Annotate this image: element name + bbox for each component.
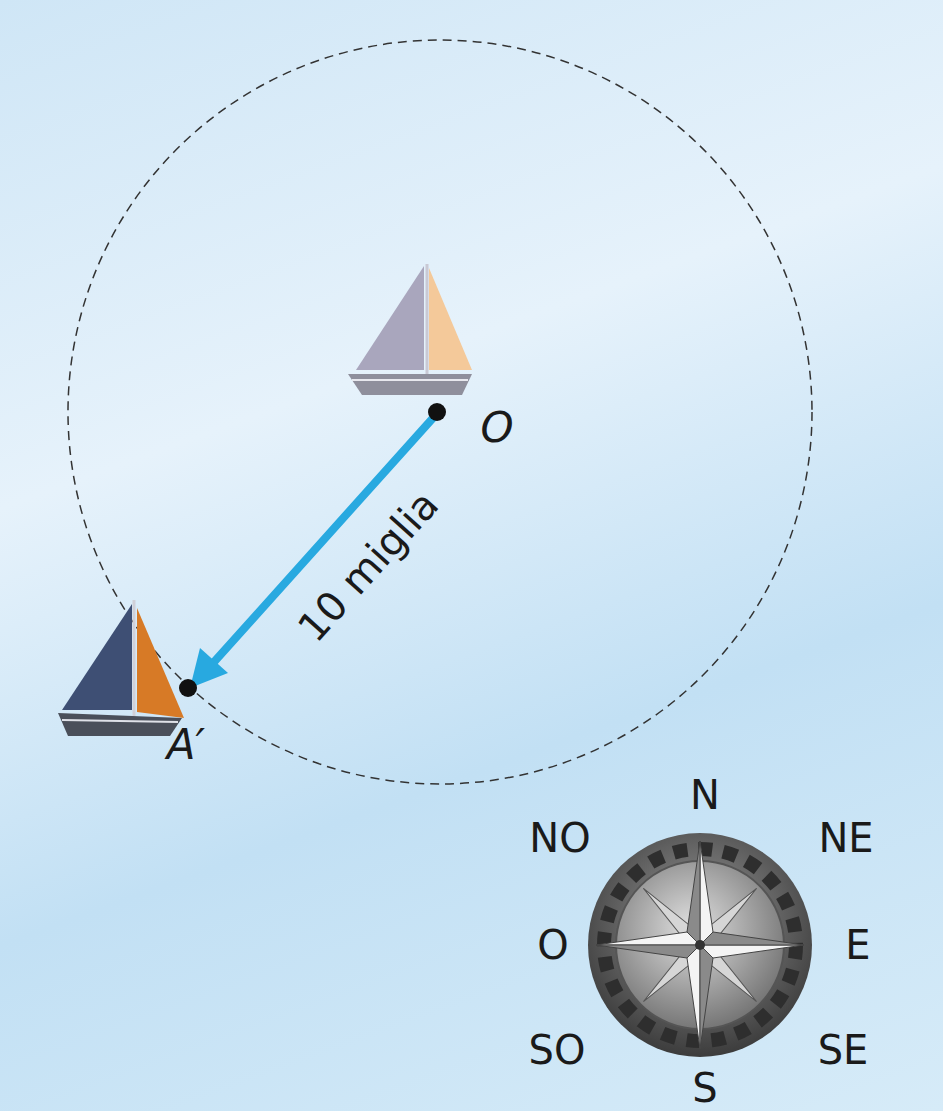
point-label: O	[480, 407, 513, 449]
arrow-head	[190, 648, 228, 688]
point-a	[179, 679, 197, 697]
range-circle	[68, 40, 812, 784]
distance-label: 10 miglia	[291, 484, 445, 649]
compass-label: O	[537, 925, 568, 965]
compass-label: NE	[818, 818, 873, 858]
compass-label: E	[845, 925, 870, 965]
compass-label: S	[692, 1068, 717, 1108]
compass-rose	[588, 833, 812, 1057]
compass-label: NO	[529, 818, 590, 858]
boat-start	[348, 264, 472, 395]
boat-end	[58, 600, 184, 736]
compass-label: SE	[818, 1030, 869, 1070]
compass-label: SO	[529, 1030, 586, 1070]
compass-label: N	[690, 775, 720, 815]
point-o	[428, 403, 446, 421]
point-label: A′	[167, 724, 205, 766]
